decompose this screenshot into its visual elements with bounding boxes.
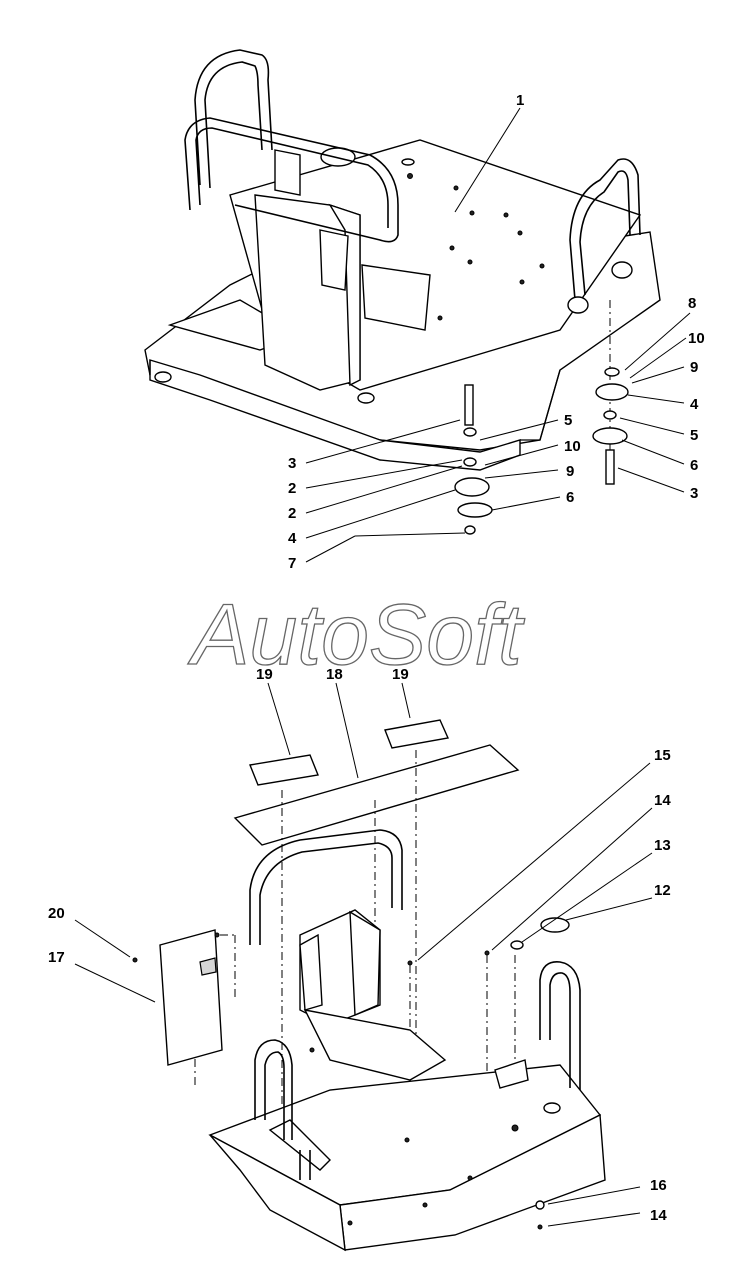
callout-1: 1 [516,92,524,109]
callout-17: 17 [48,949,65,966]
callout-5-left: 5 [564,412,572,429]
callout-19-right: 19 [392,666,409,683]
callout-6-right: 6 [690,457,698,474]
callout-labels: 1 8 10 9 4 5 6 3 5 10 9 6 3 2 2 4 7 19 1… [48,92,705,1224]
stud-3-left [464,384,474,426]
callout-15: 15 [654,747,671,764]
cushion-18 [233,744,520,846]
screw-14-top [484,950,490,956]
screw-15 [407,960,413,966]
leader-lines [74,107,691,1227]
callout-2-upper: 2 [288,480,296,497]
grommet-13 [510,940,524,950]
callout-3-left: 3 [288,455,296,472]
callout-9-right: 9 [690,359,698,376]
watermark-text: AutoSoft [187,587,525,683]
callout-6-left: 6 [566,489,574,506]
screw-14-bottom [537,1224,543,1230]
callout-14-bottom: 14 [650,1207,667,1224]
screw-20 [132,957,138,963]
washer-2a [463,427,477,437]
callout-2-lower: 2 [288,505,296,522]
washer-2b [463,457,477,467]
pad-19-right [384,719,450,749]
callout-3-right: 3 [690,485,698,502]
damper-4-left [454,477,490,497]
callout-20: 20 [48,905,65,922]
nut-7 [464,525,476,535]
callout-10-right: 10 [688,330,705,347]
plate-6-right [592,427,628,445]
callout-4-left: 4 [288,530,297,547]
callout-14-top: 14 [654,792,671,809]
callout-10-left: 10 [564,438,581,455]
right-grab-rail [567,158,641,314]
pad-19-left [249,754,319,786]
callout-4-right: 4 [690,396,699,413]
left-grab-rail [184,49,399,243]
filler-neck [401,158,415,166]
callout-13: 13 [654,837,671,854]
damper-4-right [595,383,629,401]
stud-3-right [605,449,615,485]
plug-16 [535,1200,545,1210]
callout-19-left: 19 [256,666,273,683]
side-cover-17 [159,929,223,1066]
washer-8 [604,367,620,377]
mount-stack-right [592,300,629,485]
plate-6-left [457,502,493,518]
callout-12: 12 [654,882,671,899]
callout-7: 7 [288,555,296,572]
callout-8: 8 [688,295,696,312]
seat-base-exploded [132,719,606,1252]
nut-5-right [603,410,617,420]
cap-12 [540,917,570,933]
callout-18: 18 [326,666,343,683]
callout-5-right: 5 [690,427,698,444]
seat-frame-assembly-top [144,49,661,471]
callout-9-left: 9 [566,463,574,480]
callout-16: 16 [650,1177,667,1194]
mounting-holes-top [407,173,545,321]
